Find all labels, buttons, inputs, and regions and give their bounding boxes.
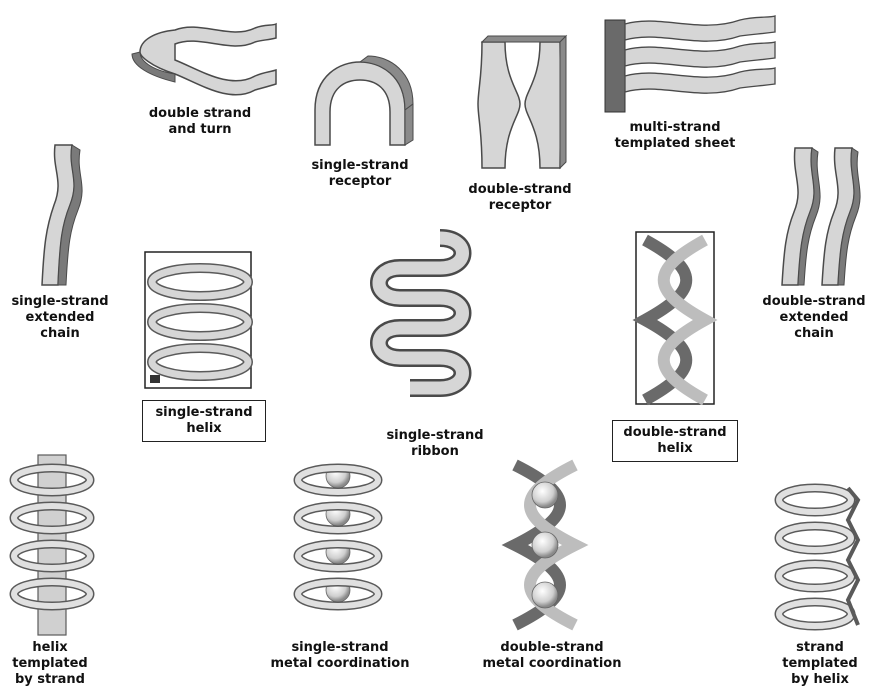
- single-strand-helix-icon: [145, 252, 251, 388]
- label-multi-strand-sheet: multi-strand templated sheet: [600, 120, 750, 152]
- double-strand-metal-coordination-icon: [515, 465, 575, 625]
- multi-strand-sheet-icon: [605, 16, 775, 112]
- label-single-strand-helix: single-strand helix: [142, 400, 266, 442]
- double-strand-helix-icon: [636, 232, 714, 404]
- label-strand-templated-by-helix: strand templated by helix: [770, 640, 870, 687]
- single-strand-ribbon-icon: [379, 238, 463, 388]
- single-strand-extended-chain-icon: [42, 145, 82, 285]
- single-strand-receptor-icon: [315, 56, 413, 145]
- label-double-strand-metal-coordination: double-strand metal coordination: [472, 640, 632, 672]
- strand-templated-by-helix-icon: [779, 488, 858, 626]
- label-single-strand-receptor: single-strand receptor: [295, 158, 425, 190]
- double-strand-turn-icon: [132, 24, 276, 95]
- label-double-strand-turn: double strand and turn: [135, 106, 265, 138]
- double-strand-receptor-icon: [478, 36, 566, 168]
- single-strand-metal-coordination-icon: [298, 464, 378, 606]
- helix-templated-by-strand-icon: [14, 455, 90, 635]
- label-double-strand-helix: double-strand helix: [612, 420, 738, 462]
- label-double-strand-extended-chain: double-strand extended chain: [755, 294, 873, 342]
- label-helix-templated-by-strand: helix templated by strand: [0, 640, 100, 687]
- label-single-strand-metal-coordination: single-strand metal coordination: [260, 640, 420, 672]
- double-strand-extended-chain-icon: [782, 148, 860, 285]
- label-double-strand-receptor: double-strand receptor: [455, 182, 585, 214]
- label-single-strand-extended-chain: single-strand extended chain: [0, 294, 120, 342]
- label-single-strand-ribbon: single-strand ribbon: [375, 428, 495, 460]
